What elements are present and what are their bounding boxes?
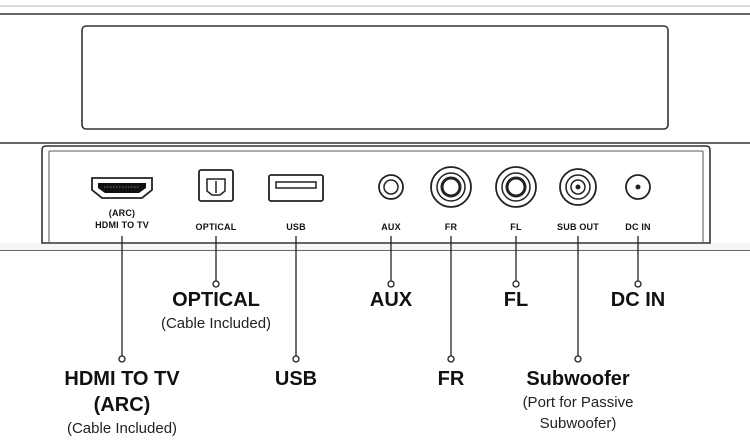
optical-panel-label: OPTICAL (196, 222, 237, 232)
top-recess (81, 25, 669, 130)
fl-panel-label: FL (510, 222, 522, 232)
optical-port (198, 169, 234, 202)
usb-callout-title: USB (274, 368, 318, 390)
optical-callout-title: OPTICAL (172, 289, 260, 311)
fr-jack (430, 166, 472, 208)
fr-panel-label: FR (445, 222, 458, 232)
aux-panel-label: AUX (381, 222, 401, 232)
hdmi-callout-subtitle: (Cable Included) (66, 420, 178, 437)
optical-callout-subtitle: (Cable Included) (160, 315, 272, 332)
fr-callout-title: FR (437, 368, 465, 390)
hdmi-panel-label-line1: (ARC) (109, 208, 136, 218)
subwoofer-callout-subtitle-line1: (Port for Passive (522, 394, 634, 411)
dc-in-jack (625, 174, 651, 200)
hdmi-port (91, 177, 153, 199)
dc-in-callout-title: DC IN (610, 289, 666, 311)
hdmi-callout-title-line1: HDMI TO TV (64, 368, 180, 390)
sub-out-jack (559, 168, 597, 206)
usb-port (268, 174, 324, 202)
usb-panel-label: USB (286, 222, 306, 232)
hdmi-callout-title-line2: (ARC) (93, 394, 151, 416)
soundbar-body (0, 5, 750, 251)
dc-in-panel-label: DC IN (625, 222, 651, 232)
aux-callout-title: AUX (369, 289, 413, 311)
fl-jack (495, 166, 537, 208)
fl-callout-title: FL (503, 289, 529, 311)
hdmi-panel-label-line2: HDMI TO TV (95, 220, 149, 230)
subwoofer-callout-title: Subwoofer (526, 368, 630, 390)
leader-lines (118, 236, 642, 363)
sub-out-panel-label: SUB OUT (557, 222, 599, 232)
subwoofer-callout-subtitle-line2: Subwoofer) (539, 415, 617, 432)
aux-jack (378, 174, 404, 200)
